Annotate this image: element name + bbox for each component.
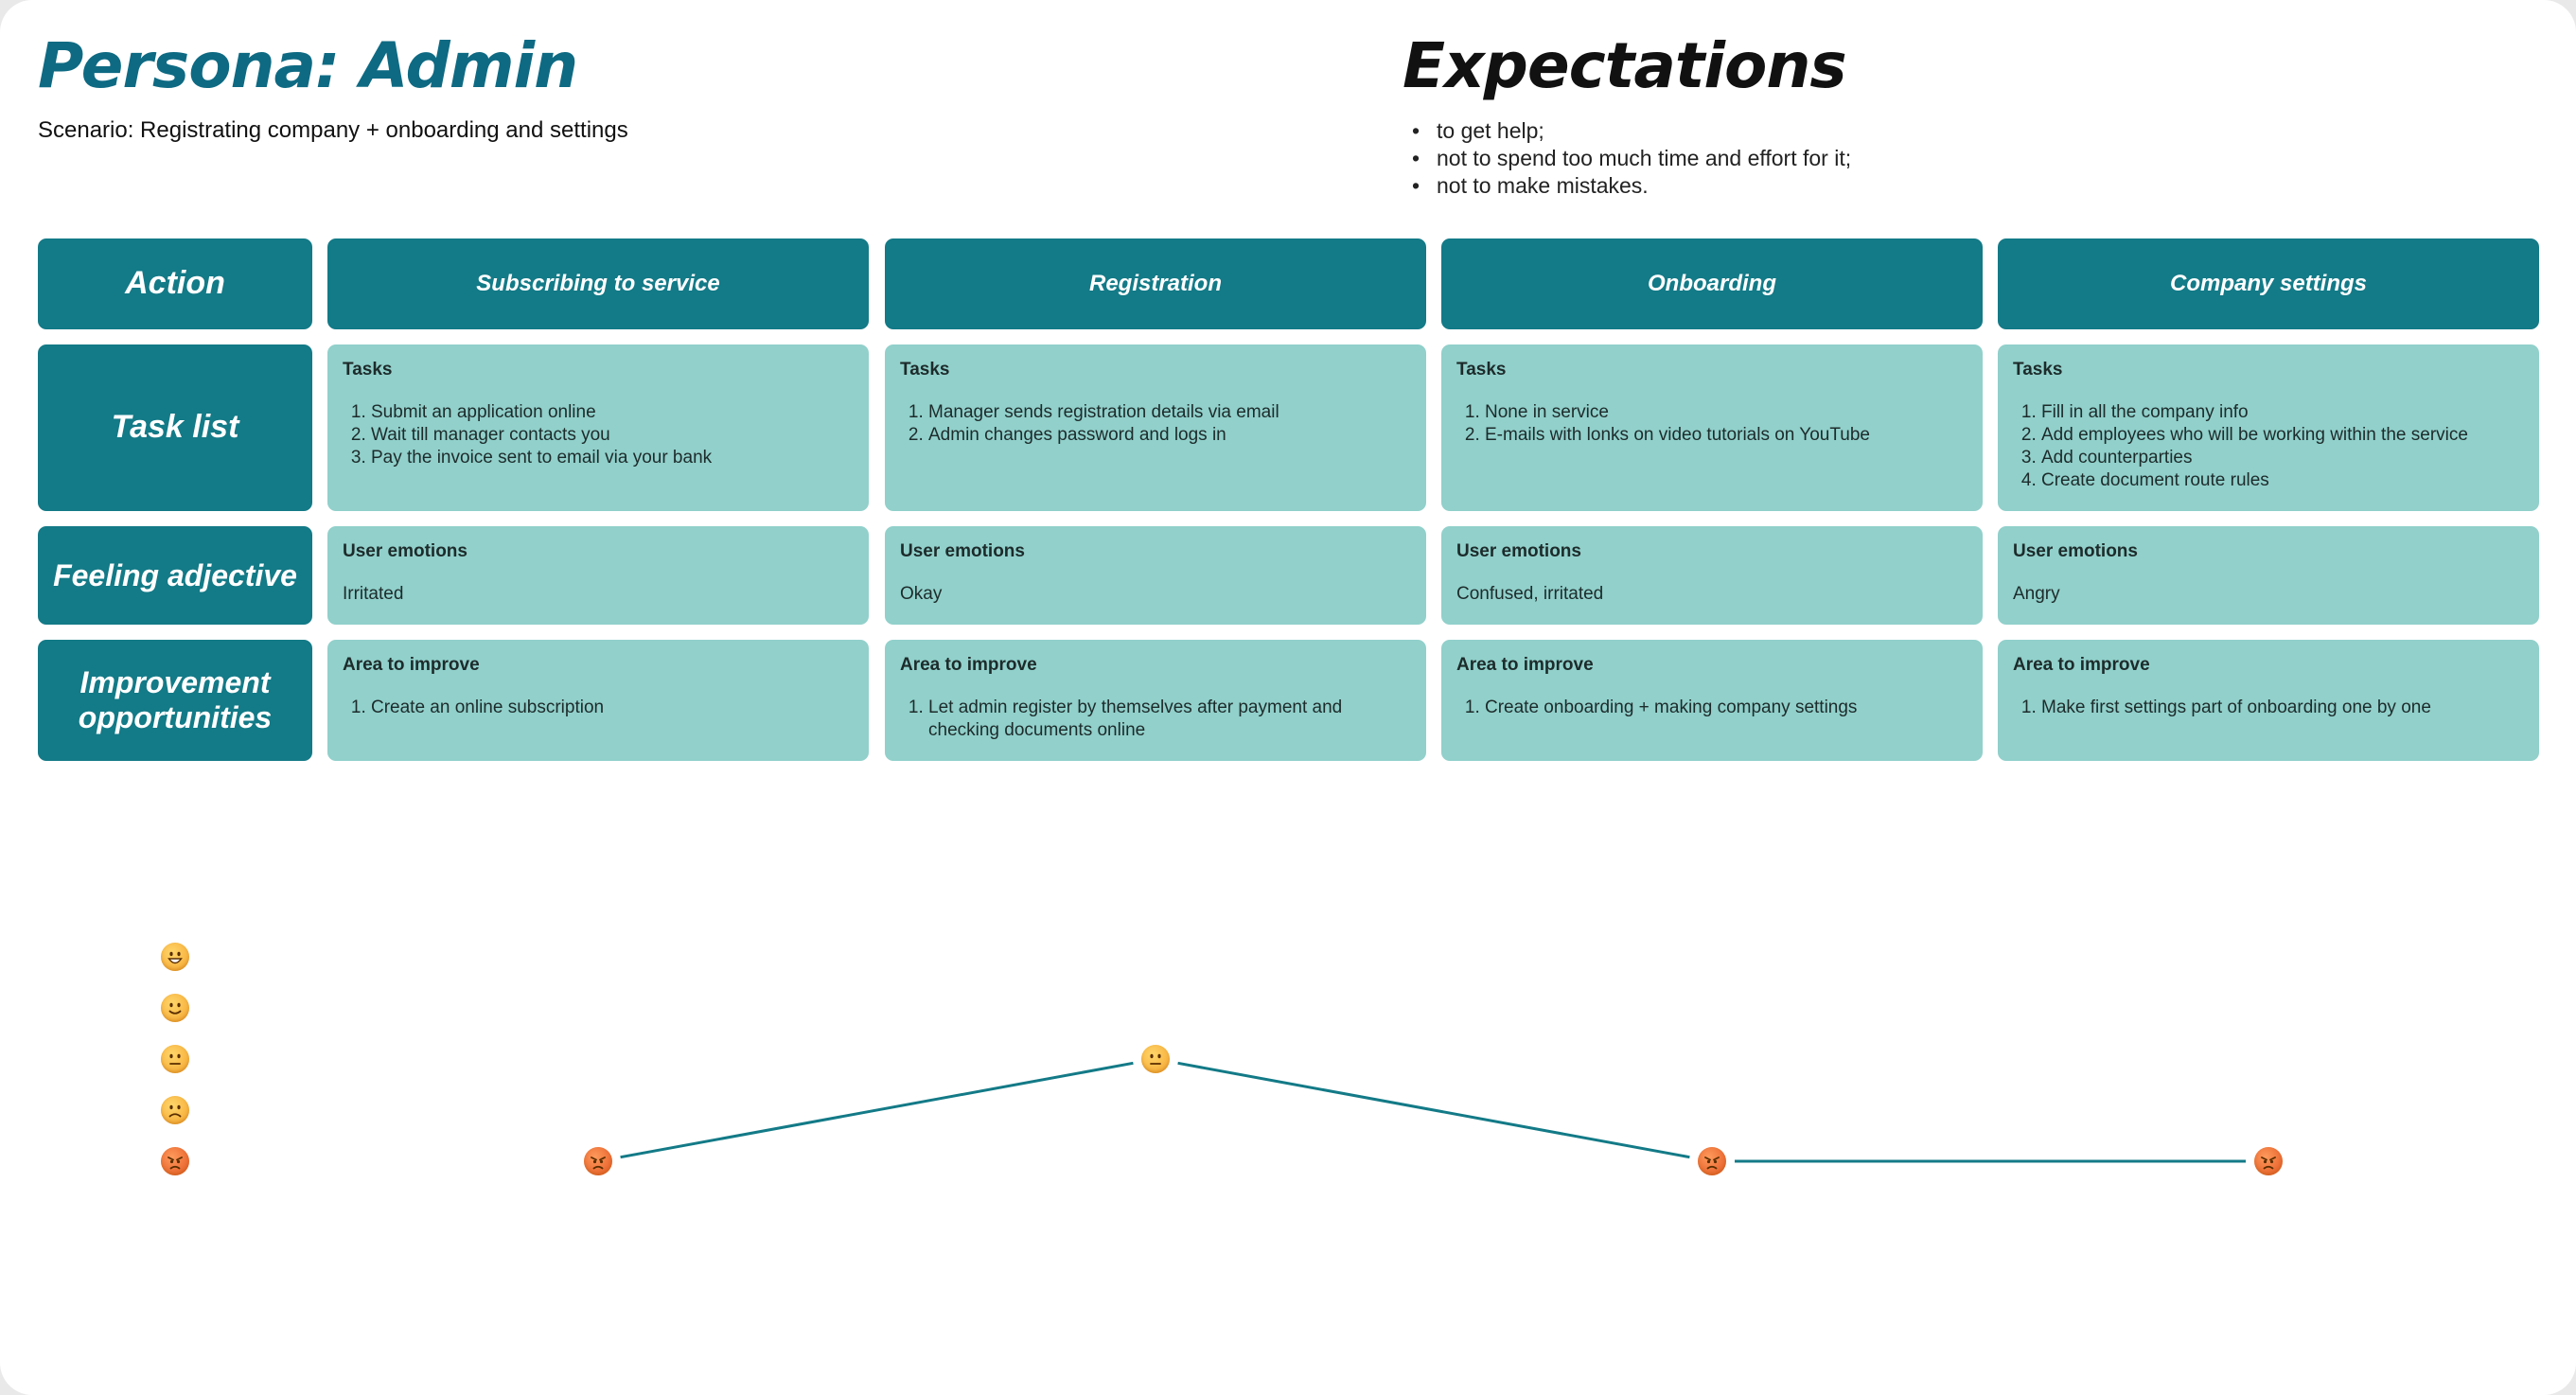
emotions-title: User emotions bbox=[900, 541, 1025, 561]
emotions-cell-subscribing: User emotions Irritated bbox=[327, 526, 869, 625]
task-item: Add counterparties bbox=[2041, 447, 2524, 469]
emotions-cell-company-settings: User emotions Angry bbox=[1998, 526, 2539, 625]
task-item: Fill in all the company info bbox=[2041, 401, 2524, 424]
task-item: None in service bbox=[1485, 401, 1967, 424]
expectation-item: to get help; bbox=[1412, 117, 1851, 145]
stage-header-company-settings: Company settings bbox=[1998, 238, 2539, 329]
improve-cell-registration: Area to improve Let admin register by th… bbox=[885, 640, 1426, 761]
emotion-value: Okay bbox=[900, 584, 943, 604]
scale-slightly-frowning-face-icon bbox=[161, 1096, 189, 1124]
expectations-title: Expectations bbox=[1403, 29, 1847, 102]
improve-item: Let admin register by themselves after p… bbox=[928, 697, 1411, 742]
persona-title: Persona: Admin bbox=[38, 29, 578, 102]
emotions-title: User emotions bbox=[343, 541, 468, 561]
improve-cell-onboarding: Area to improve Create onboarding + maki… bbox=[1441, 640, 1983, 761]
improve-title: Area to improve bbox=[1456, 655, 1594, 675]
task-item: Pay the invoice sent to email via your b… bbox=[371, 447, 854, 469]
row-header-feeling: Feeling adjective bbox=[38, 526, 312, 625]
improve-title: Area to improve bbox=[343, 655, 480, 675]
task-item: Submit an application online bbox=[371, 401, 854, 424]
journey-segment bbox=[620, 1061, 1134, 1159]
task-item: E-mails with lonks on video tutorials on… bbox=[1485, 424, 1967, 447]
journey-point-angry-face-icon bbox=[1698, 1147, 1726, 1175]
improve-list: Create onboarding + making company setti… bbox=[1485, 697, 1967, 719]
improve-list: Make first settings part of onboarding o… bbox=[2041, 697, 2524, 719]
scale-grinning-face-icon bbox=[161, 943, 189, 971]
tasks-cell-onboarding: Tasks None in service E-mails with lonks… bbox=[1441, 344, 1983, 511]
improve-list: Let admin register by themselves after p… bbox=[928, 697, 1411, 742]
improve-title: Area to improve bbox=[2013, 655, 2150, 675]
scale-neutral-face-icon bbox=[161, 1045, 189, 1073]
tasks-title: Tasks bbox=[900, 360, 950, 380]
scenario-text: Scenario: Registrating company + onboard… bbox=[38, 117, 628, 143]
expectations-list: to get help; not to spend too much time … bbox=[1412, 117, 1851, 200]
improve-cell-subscribing: Area to improve Create an online subscri… bbox=[327, 640, 869, 761]
journey-segment bbox=[1177, 1061, 1690, 1159]
tasks-list: Manager sends registration details via e… bbox=[928, 401, 1411, 447]
emotion-value: Angry bbox=[2013, 584, 2060, 604]
emotions-title: User emotions bbox=[2013, 541, 2138, 561]
emotion-value: Confused, irritated bbox=[1456, 584, 1604, 604]
emotions-cell-registration: User emotions Okay bbox=[885, 526, 1426, 625]
scale-angry-face-icon bbox=[161, 1147, 189, 1175]
tasks-title: Tasks bbox=[2013, 360, 2063, 380]
tasks-list: Fill in all the company info Add employe… bbox=[2041, 401, 2524, 492]
stage-header-onboarding: Onboarding bbox=[1441, 238, 1983, 329]
emotion-value: Irritated bbox=[343, 584, 404, 604]
tasks-list: Submit an application online Wait till m… bbox=[371, 401, 854, 469]
tasks-cell-registration: Tasks Manager sends registration details… bbox=[885, 344, 1426, 511]
stage-header-registration: Registration bbox=[885, 238, 1426, 329]
improve-list: Create an online subscription bbox=[371, 697, 854, 719]
improve-title: Area to improve bbox=[900, 655, 1037, 675]
improve-item: Make first settings part of onboarding o… bbox=[2041, 697, 2524, 719]
tasks-cell-company-settings: Tasks Fill in all the company info Add e… bbox=[1998, 344, 2539, 511]
emotions-cell-onboarding: User emotions Confused, irritated bbox=[1441, 526, 1983, 625]
expectation-item: not to spend too much time and effort fo… bbox=[1412, 145, 1851, 172]
expectation-item: not to make mistakes. bbox=[1412, 172, 1851, 200]
task-item: Manager sends registration details via e… bbox=[928, 401, 1411, 424]
row-header-action: Action bbox=[38, 238, 312, 329]
tasks-title: Tasks bbox=[1456, 360, 1507, 380]
improve-item: Create onboarding + making company setti… bbox=[1485, 697, 1967, 719]
stage-header-subscribing: Subscribing to service bbox=[327, 238, 869, 329]
tasks-list: None in service E-mails with lonks on vi… bbox=[1485, 401, 1967, 447]
tasks-cell-subscribing: Tasks Submit an application online Wait … bbox=[327, 344, 869, 511]
task-item: Wait till manager contacts you bbox=[371, 424, 854, 447]
improve-item: Create an online subscription bbox=[371, 697, 854, 719]
journey-point-angry-face-icon bbox=[584, 1147, 612, 1175]
journey-point-angry-face-icon bbox=[2254, 1147, 2283, 1175]
row-header-improvement: Improvement opportunities bbox=[38, 640, 312, 761]
task-item: Admin changes password and logs in bbox=[928, 424, 1411, 447]
row-header-task-list: Task list bbox=[38, 344, 312, 511]
tasks-title: Tasks bbox=[343, 360, 393, 380]
improve-cell-company-settings: Area to improve Make first settings part… bbox=[1998, 640, 2539, 761]
emotions-title: User emotions bbox=[1456, 541, 1581, 561]
task-item: Add employees who will be working within… bbox=[2041, 424, 2524, 447]
journey-point-neutral-face-icon bbox=[1141, 1045, 1170, 1073]
scale-slightly-smiling-face-icon bbox=[161, 994, 189, 1022]
task-item: Create document route rules bbox=[2041, 469, 2524, 492]
